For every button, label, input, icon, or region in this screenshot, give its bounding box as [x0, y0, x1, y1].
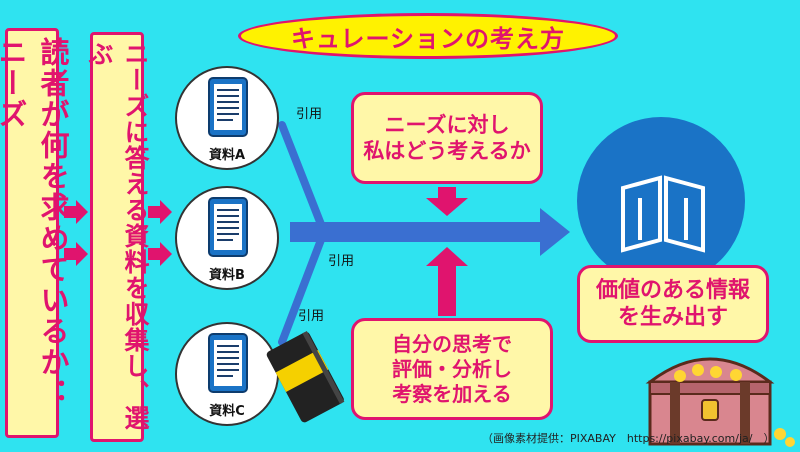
flow-arrow-1b	[64, 242, 88, 266]
document-icon	[208, 197, 248, 257]
image-credit: （画像素材提供：PIXABAY https://pixabay.com/ja/ …	[482, 432, 775, 445]
analysis-line-1: 自分の思考で	[392, 331, 512, 356]
document-icon	[208, 333, 248, 393]
book-icon	[621, 175, 705, 253]
treasure-chest-icon	[645, 357, 795, 447]
thinking-line-2: 私はどう考えるか	[363, 139, 531, 163]
diagram-title: キュレーションの考え方	[238, 13, 618, 59]
thinking-box: ニーズに対し 私はどう考えるか	[351, 92, 543, 184]
quote-label-b: 引用	[328, 254, 355, 269]
analysis-box: 自分の思考で 評価・分析し 考察を加える	[351, 318, 553, 420]
flow-arrow-2b	[148, 242, 172, 266]
needs-column: 読者が何を求めているか：ニーズ	[0, 28, 70, 438]
up-arrow	[426, 247, 468, 316]
quote-label-a: 引用	[296, 107, 323, 122]
result-line-2: を生み出す	[617, 305, 728, 330]
material-b-circle: 資料B	[175, 186, 279, 290]
needs-column-text: 読者が何を求めているか：ニーズ	[0, 37, 70, 409]
analysis-line-2: 評価・分析し	[392, 356, 512, 381]
thinking-line-1: ニーズに対し	[384, 112, 510, 137]
material-a-label: 資料A	[208, 148, 246, 163]
link-line-c	[278, 228, 328, 346]
flow-arrow-2a	[148, 200, 172, 224]
material-c-circle: 資料C	[175, 322, 279, 426]
collect-column-text: ニーズに答える資料を収集し、選ぶ	[85, 41, 150, 431]
material-c-label: 資料C	[209, 404, 245, 419]
notebook-icon	[266, 331, 345, 423]
result-box: 価値のある情報 を生み出す	[577, 265, 769, 343]
quote-label-c: 引用	[298, 309, 325, 324]
document-icon	[208, 77, 248, 137]
link-line-a	[278, 121, 328, 236]
result-line-1: 価値のある情報	[595, 277, 750, 303]
analysis-line-3: 考察を加える	[392, 381, 512, 406]
material-a-circle: 資料A	[175, 66, 279, 170]
main-arrow	[290, 208, 570, 256]
collect-column: ニーズに答える資料を収集し、選ぶ	[85, 32, 150, 442]
down-arrow	[426, 187, 468, 216]
material-b-label: 資料B	[209, 268, 245, 283]
flow-arrow-1a	[64, 200, 88, 224]
